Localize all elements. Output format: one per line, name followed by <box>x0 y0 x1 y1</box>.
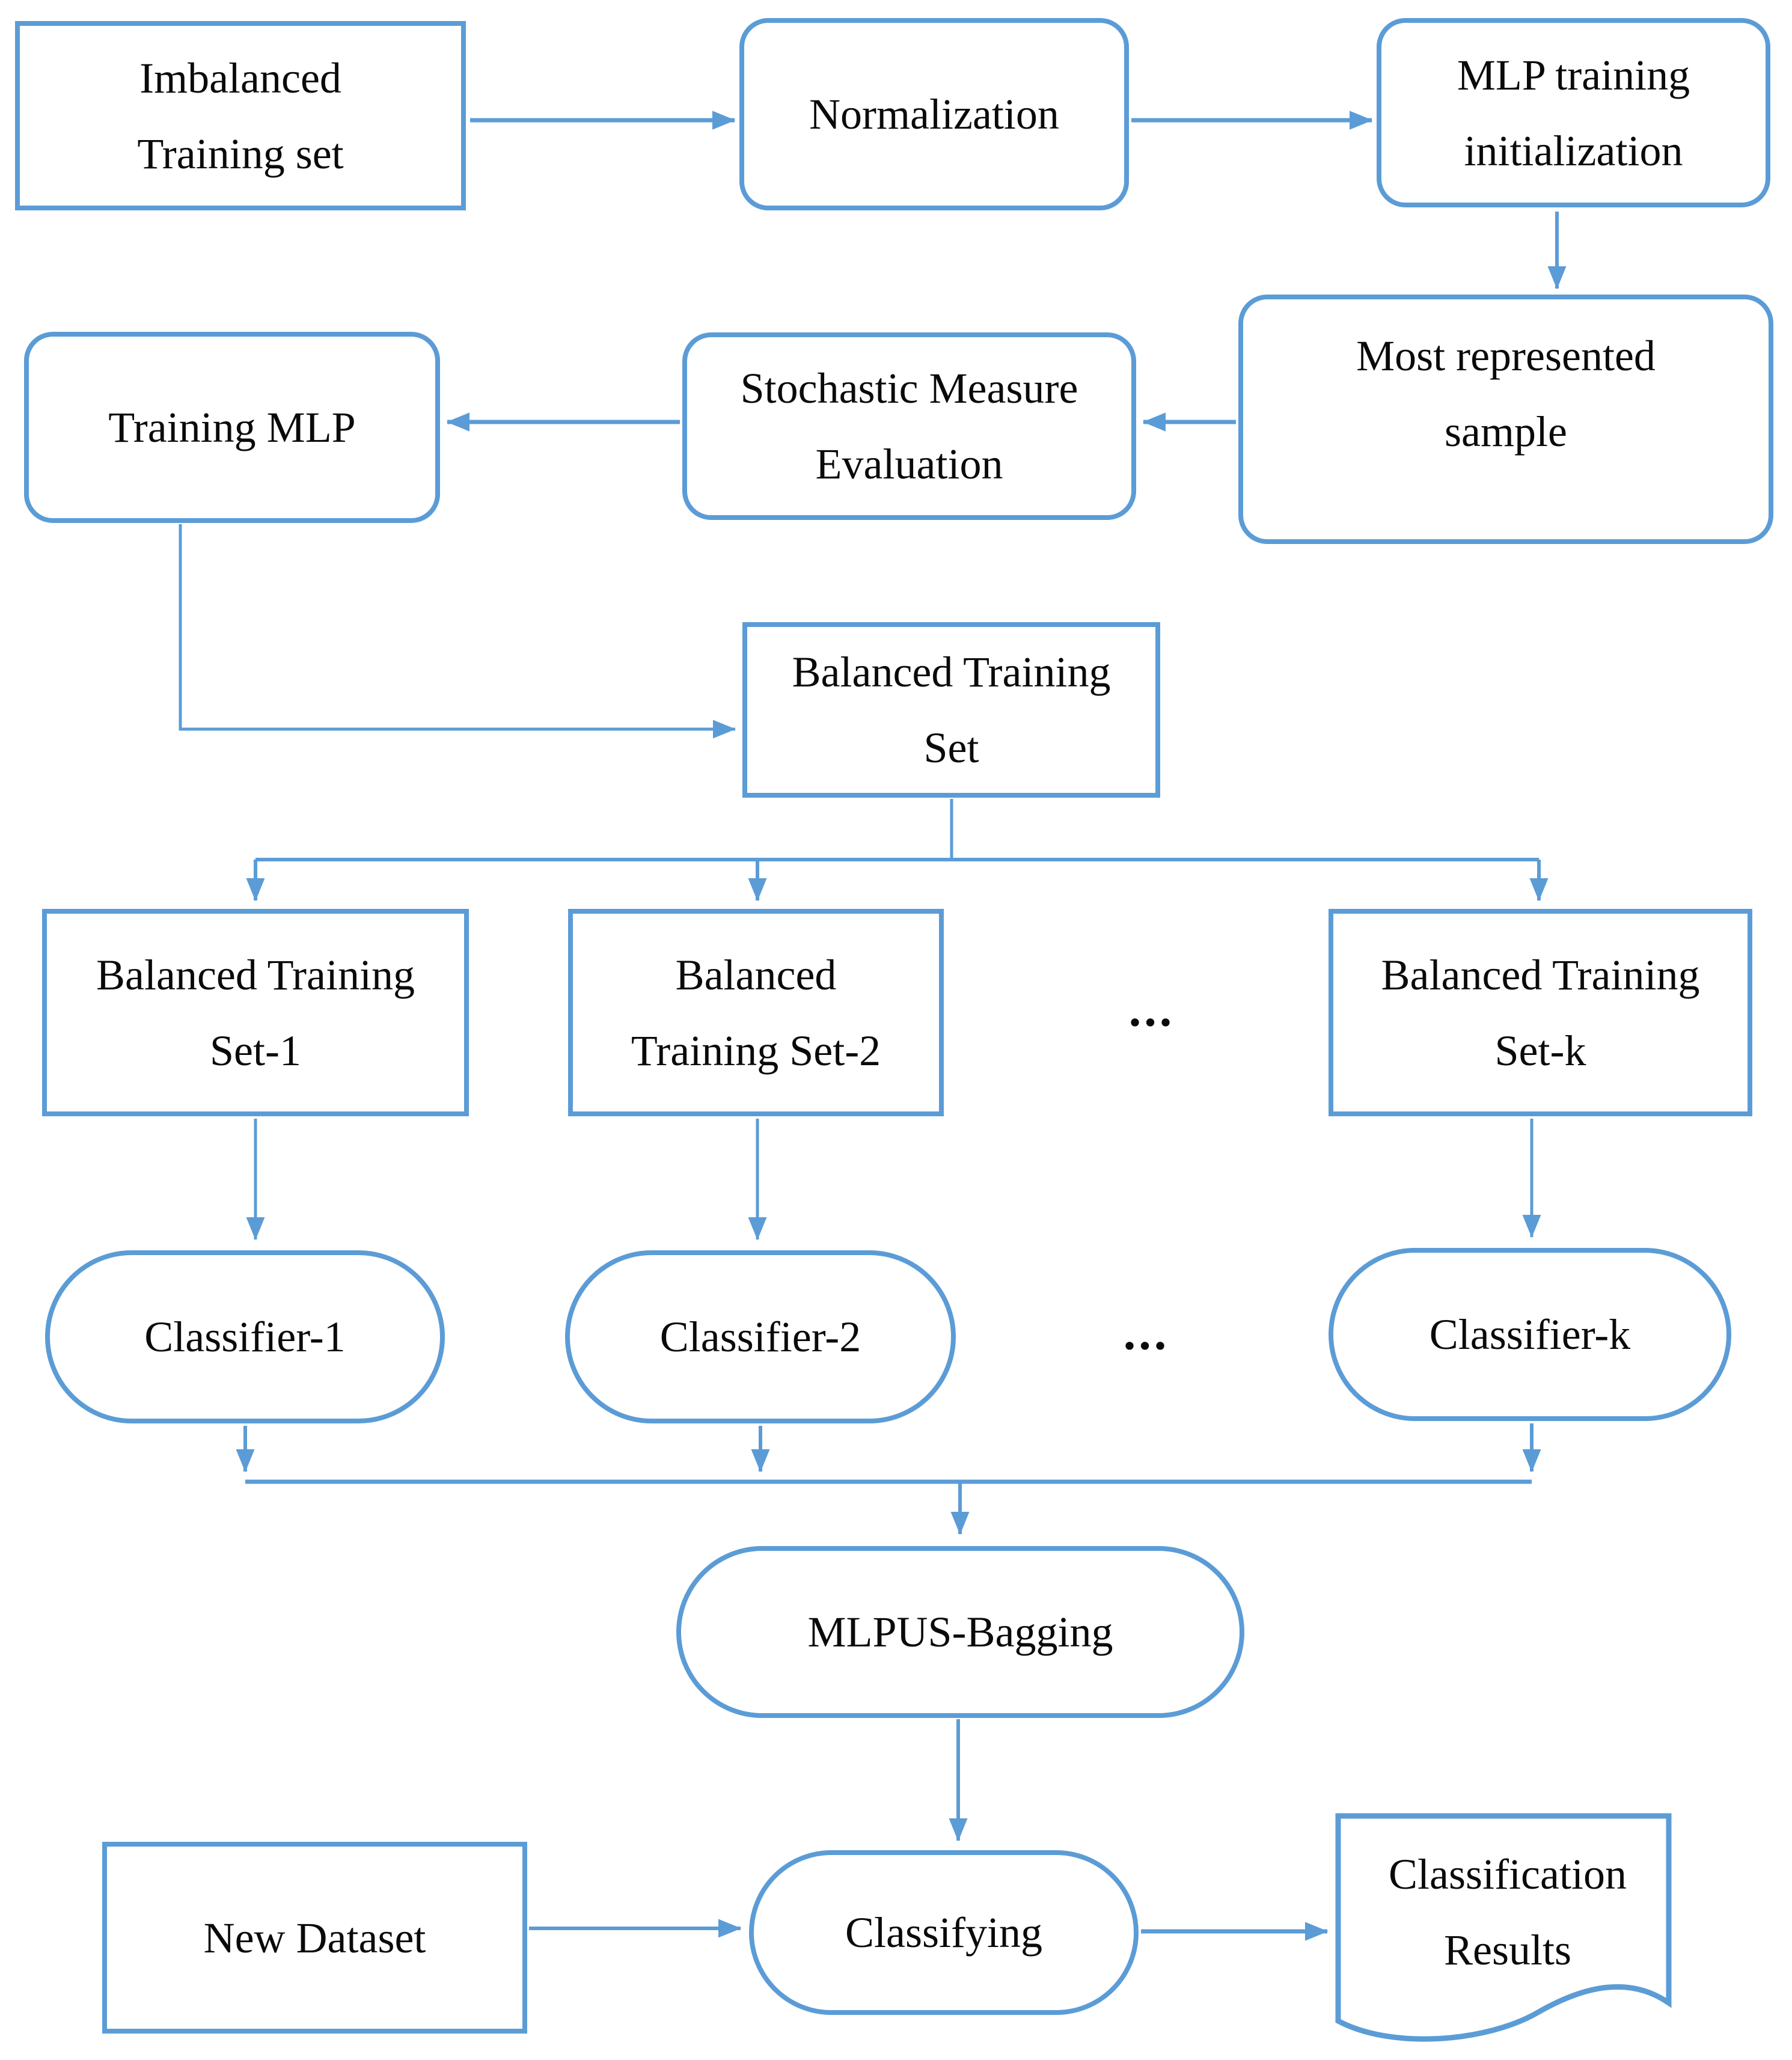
node-training-mlp: Training MLP <box>24 332 440 523</box>
node-label: Evaluation <box>815 440 1003 488</box>
node-label: MLP training <box>1457 50 1690 99</box>
ellipsis-sets: ... <box>1128 982 1175 1037</box>
node-label: Most represented <box>1356 332 1656 380</box>
document-shape <box>1335 1813 1672 2042</box>
node-label: Stochastic Measure <box>740 364 1078 412</box>
node-label: Training MLP <box>108 403 356 451</box>
node-new-dataset: New Dataset <box>102 1842 527 2034</box>
node-label: Training set <box>137 129 344 178</box>
node-mlp-training-initialization: MLP training initialization <box>1377 18 1770 207</box>
node-balanced-training-set-k: Balanced Training Set-k <box>1329 909 1752 1116</box>
ellipsis-classifiers: ... <box>1123 1305 1170 1360</box>
node-imbalanced-training-set: Imbalanced Training set <box>15 21 466 210</box>
node-label: Set <box>923 724 979 772</box>
node-label: Set-1 <box>210 1026 301 1075</box>
node-balanced-training-set-1: Balanced Training Set-1 <box>42 909 469 1116</box>
node-balanced-training-set-2: Balanced Training Set-2 <box>568 909 944 1116</box>
node-label: Imbalanced <box>139 53 341 102</box>
node-classifier-k: Classifier-k <box>1329 1248 1731 1421</box>
node-label: Results <box>1443 1926 1572 1974</box>
node-label: initialization <box>1464 126 1683 175</box>
node-classifier-1: Classifier-1 <box>45 1250 445 1423</box>
node-label: Classifier-1 <box>144 1313 346 1361</box>
node-classification-results: Classification Results <box>1333 1813 1682 2053</box>
node-classifying: Classifying <box>749 1850 1139 2015</box>
node-most-represented-sample: Most represented sample <box>1238 295 1773 544</box>
node-label: Classifying <box>845 1909 1042 1957</box>
node-label: Classifier-2 <box>659 1313 861 1361</box>
node-stochastic-measure-evaluation: Stochastic Measure Evaluation <box>682 332 1136 520</box>
node-classifier-2: Classifier-2 <box>565 1250 956 1423</box>
node-label: Balanced Training <box>96 950 415 999</box>
node-mlpus-bagging: MLPUS-Bagging <box>676 1546 1244 1718</box>
node-label: MLPUS-Bagging <box>807 1608 1113 1656</box>
node-label: Balanced Training <box>792 648 1111 696</box>
arrow-training-mlp-to-balanced-set <box>179 524 736 739</box>
node-label: Balanced <box>675 950 837 999</box>
node-label-group: Classification Results <box>1333 1813 1682 2011</box>
node-label: Classification <box>1389 1850 1627 1898</box>
node-label: Classifier-k <box>1429 1310 1631 1359</box>
node-label: sample <box>1445 408 1567 456</box>
node-label: New Dataset <box>203 1913 426 1962</box>
node-label: Balanced Training <box>1381 950 1700 999</box>
node-label: Set-k <box>1494 1026 1586 1075</box>
node-label: Training Set-2 <box>631 1026 881 1075</box>
node-label: Normalization <box>809 90 1059 138</box>
node-normalization: Normalization <box>739 18 1129 210</box>
node-balanced-training-set: Balanced Training Set <box>742 622 1160 798</box>
